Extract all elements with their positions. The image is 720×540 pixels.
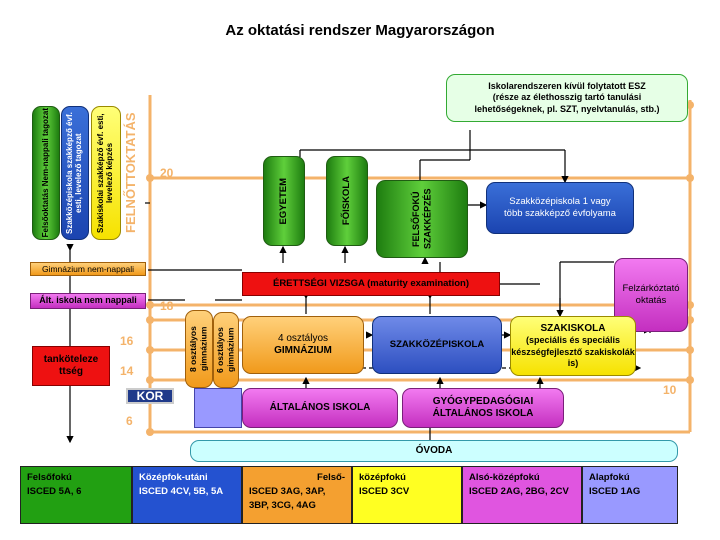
general-primary-school: ÁLTALÁNOS ISKOLA — [242, 388, 398, 428]
college-box: FŐISKOLA — [326, 156, 368, 246]
adult-voc-school-evening: Szakiskolai szakképző évf. esti, levelez… — [91, 106, 121, 240]
kindergarten-box: ÓVODA — [190, 440, 678, 462]
age-20: 20 — [160, 166, 174, 180]
matura-exam-box: ÉRETTSÉGI VIZSGA (maturity examination) — [242, 272, 500, 296]
special-primary-school: GYÓGYPEDAGÓGIAI ÁLTALÁNOS ISKOLA — [402, 388, 564, 428]
page-title: Az oktatási rendszer Magyarországon — [225, 22, 495, 39]
age-10: 10 — [663, 383, 677, 397]
gymnasium-4-year: 4 osztályos GIMNÁZIUM — [242, 316, 364, 374]
adult-higher-nonday: Felsőoktatás Nem-nappali tagozat — [32, 106, 60, 240]
voc-secondary-school: SZAKKÖZÉPISKOLA — [372, 316, 502, 374]
higher-vocational-box: FELSŐFOKÚ SZAKKÉPZÉS — [376, 180, 468, 258]
kor-badge: KOR — [126, 388, 174, 404]
legend-upper-secondary: Felső-ISCED 3AG, 3AP, 3BP, 3CG, 4AG — [242, 466, 352, 524]
adult-education-label: FELNŐTTOKTATÁS — [123, 112, 138, 233]
gymnasium-6-year: 6 osztályos gimnázium — [213, 312, 239, 388]
lower-primary-block — [194, 388, 242, 428]
age-14: 14 — [120, 364, 134, 378]
age-16: 16 — [120, 334, 134, 348]
gymnasium-nonday: Gimnázium nem-nappali — [30, 262, 146, 276]
age-6: 6 — [126, 414, 133, 428]
adult-voc-secondary-evening: Szakközépiskola szakképző évf. esti, lev… — [61, 106, 89, 240]
age-18: 18 — [160, 299, 174, 313]
esz-box: Iskolarendszeren kívül folytatott ESZ (r… — [446, 74, 688, 122]
voc-school-box: SZAKISKOLA (speciális és speciális készs… — [510, 316, 636, 376]
gymnasium-8-year: 8 osztályos gimnázium — [185, 310, 213, 388]
voc-secondary-year-box: Szakközépiskola 1 vagy több szakképző év… — [486, 182, 634, 234]
compulsory-education: tanköteleze ttség — [32, 346, 110, 386]
primary-nonday: Ált. iskola nem nappali — [30, 293, 146, 309]
university-box: EGYETEM — [263, 156, 305, 246]
